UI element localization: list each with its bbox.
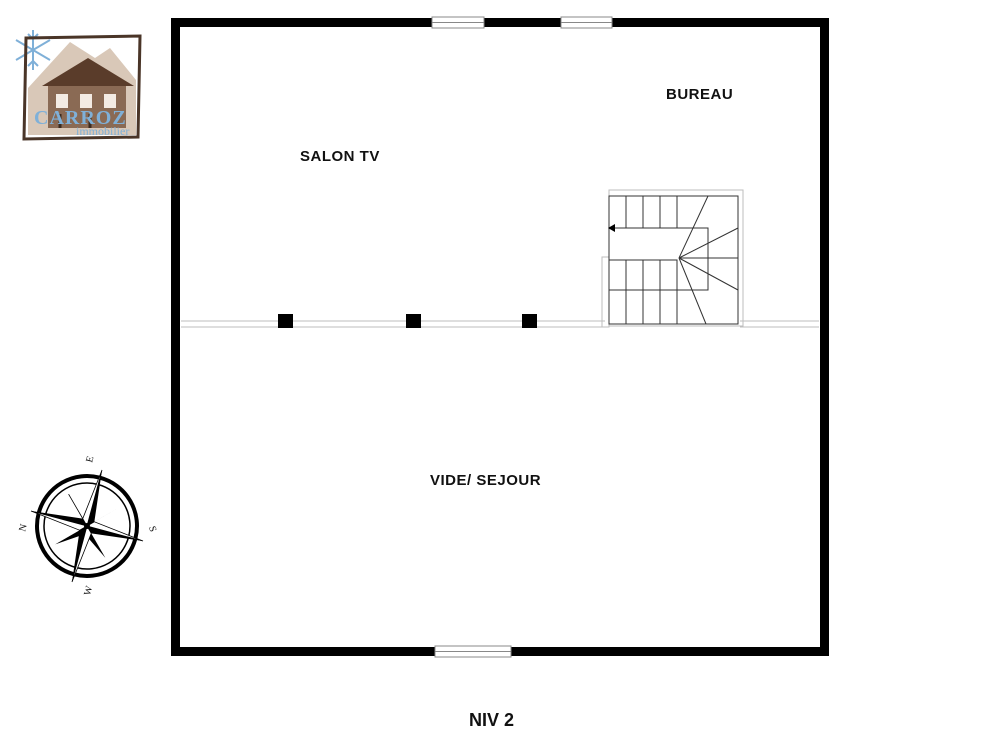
compass-west: W — [82, 584, 95, 597]
post — [406, 314, 421, 328]
compass-north: N — [17, 523, 29, 533]
level-label: NIV 2 — [469, 710, 514, 730]
chalet-icon — [22, 34, 142, 141]
staircase — [601, 189, 744, 328]
window-top-left — [431, 16, 485, 29]
post — [522, 314, 537, 328]
post — [278, 314, 293, 328]
compass-rose-icon — [30, 469, 144, 583]
room-label-salon-tv: SALON TV — [300, 148, 380, 165]
arrow-left-icon — [608, 224, 660, 232]
snowflake-icon — [15, 30, 51, 70]
window-bottom — [434, 645, 512, 658]
compass-east: E — [84, 455, 96, 464]
logo-subtitle: immobilier — [76, 124, 129, 138]
room-label-bureau: BUREAU — [666, 86, 733, 103]
room-label-vide-sejour: VIDE/ SEJOUR — [430, 472, 541, 489]
structural-posts — [278, 314, 537, 328]
agency-logo: CARROZ immobilier — [15, 30, 142, 141]
window-top-right — [560, 16, 613, 29]
compass-south: S — [146, 525, 158, 533]
logo-name: CARROZ — [34, 107, 127, 129]
exterior-walls — [171, 18, 829, 656]
